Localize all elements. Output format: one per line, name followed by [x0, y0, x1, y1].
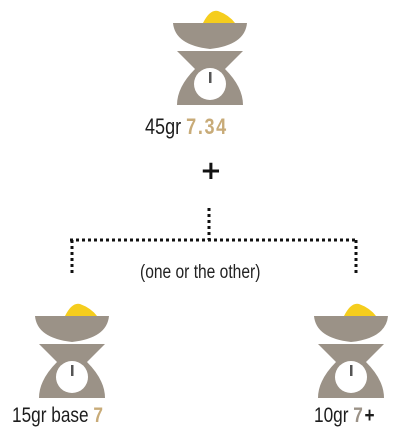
left-label: 15gr base 7	[12, 404, 105, 428]
top-number: 7.34	[186, 114, 228, 139]
connector-caption: (one or the other)	[140, 262, 261, 283]
left-scale-icon	[35, 303, 109, 398]
choice-connector	[70, 208, 358, 276]
right-weight: 10gr	[314, 404, 349, 427]
plus-sign: +	[200, 156, 222, 186]
right-scale-icon	[314, 303, 388, 398]
top-label: 45gr 7.34	[145, 114, 228, 140]
left-weight: 15gr base	[12, 404, 89, 427]
right-suffix: +	[364, 404, 375, 427]
right-number: 7	[353, 404, 365, 427]
top-scale-icon	[173, 10, 247, 105]
left-number: 7	[93, 404, 105, 427]
top-weight: 45gr	[145, 114, 182, 139]
right-label: 10gr 7+	[314, 404, 375, 428]
